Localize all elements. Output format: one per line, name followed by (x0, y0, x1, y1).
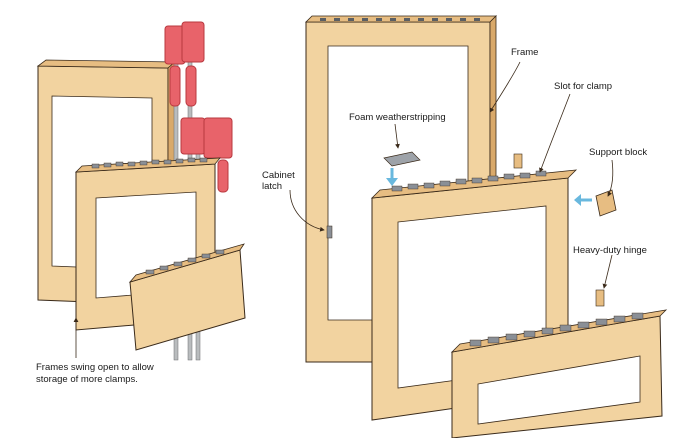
caption-line2: storage of more clamps. (36, 374, 138, 385)
label-cabinet-latch-line2: latch (262, 181, 283, 192)
leader-hinge (602, 254, 613, 289)
label-foam-weatherstripping: Foam weatherstripping (349, 112, 446, 123)
label-support-block: Support block (589, 147, 648, 158)
latch-plate (326, 225, 333, 239)
caption-line1: Frames swing open to allow (36, 362, 154, 373)
right-assembly (305, 15, 668, 438)
left-assembly (36, 21, 246, 361)
foam-strip (383, 151, 421, 167)
leader-latch (289, 189, 325, 232)
leader-lines (73, 61, 614, 358)
leader-slot (539, 93, 571, 173)
leader-foam (394, 123, 400, 149)
support-block-piece (595, 189, 617, 217)
label-heavy-duty-hinge: Heavy-duty hinge (573, 245, 647, 256)
leader-frame (489, 61, 521, 113)
right-front-frame (450, 309, 668, 438)
label-frame: Frame (511, 47, 539, 58)
left-front-frame (128, 243, 246, 351)
label-slot-for-clamp: Slot for clamp (554, 81, 613, 92)
leader-support (607, 159, 614, 197)
label-cabinet-latch-line1: Cabinet (262, 170, 295, 181)
